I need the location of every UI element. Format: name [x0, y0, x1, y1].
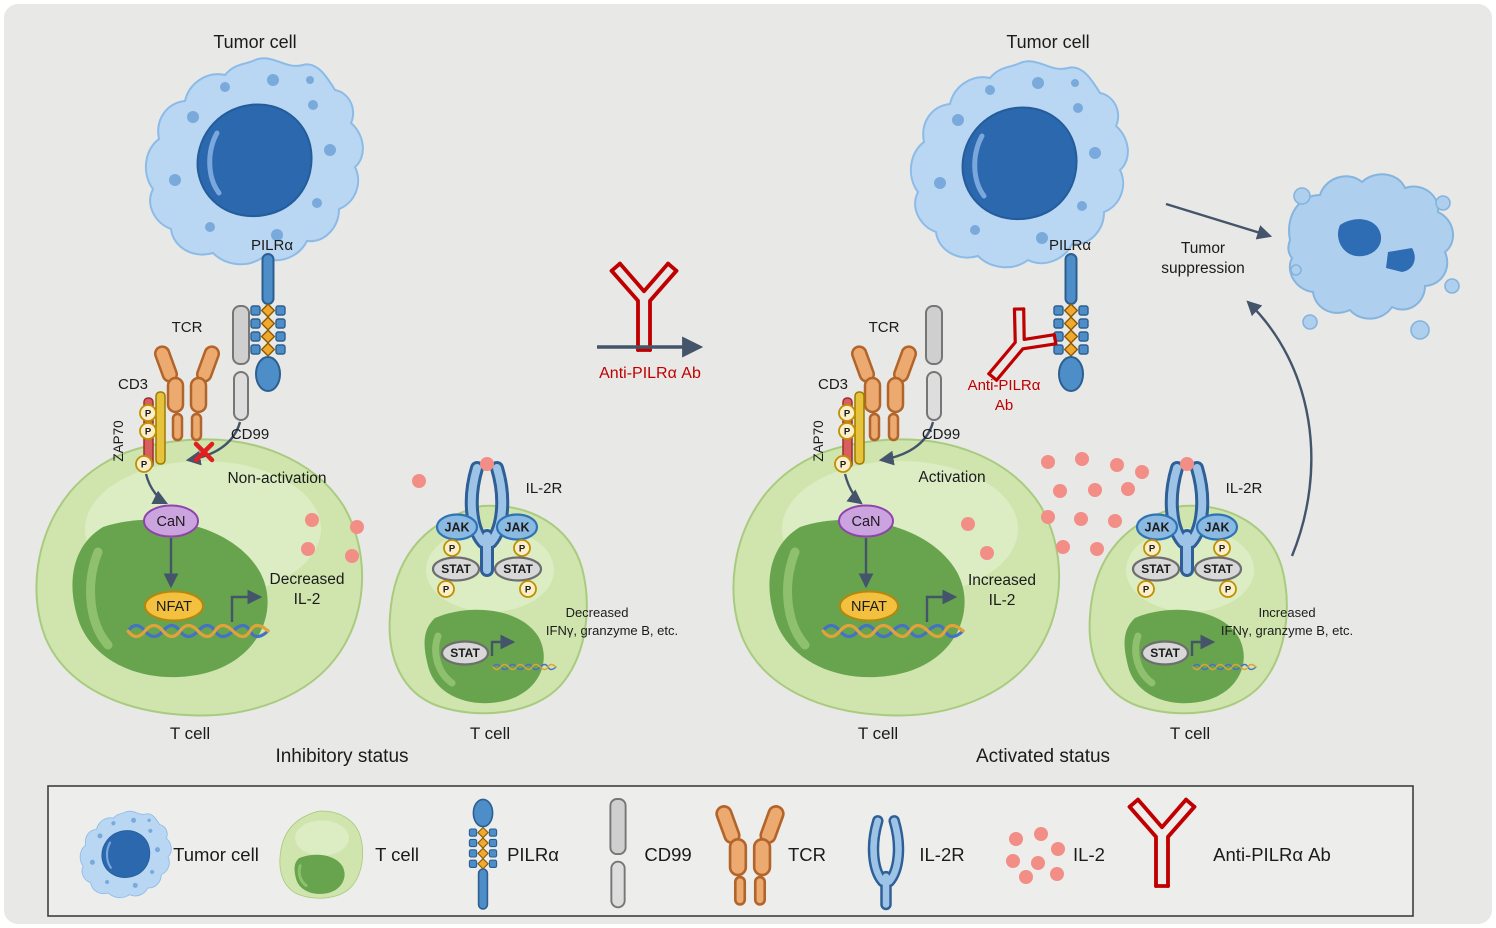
blocked-x-icon — [193, 441, 215, 463]
tumor-suppression-label-2: suppression — [1161, 260, 1245, 277]
stat-left-2 — [493, 556, 543, 582]
cytokines-line2-right: IFNγ, granzyme B, etc. — [1221, 623, 1353, 638]
legend-il2r-label: IL-2R — [919, 844, 964, 865]
tcell-small-label-right: T cell — [1170, 724, 1210, 743]
phosphate-left-1 — [139, 404, 157, 422]
tcell-to-tumor-arrow — [1246, 300, 1313, 557]
cytokines-line1-right: Increased — [1258, 605, 1315, 620]
nfat-label-right: NFAT — [851, 599, 887, 615]
cd99-right — [925, 305, 943, 421]
il2-change-line2-right: IL-2 — [989, 592, 1016, 609]
jak-left-1 — [435, 513, 479, 541]
nfat-label-left: NFAT — [156, 599, 192, 615]
zap70-label-left: ZAP70 — [111, 420, 126, 461]
activation-label: Activation — [918, 469, 985, 486]
stat-left-1 — [431, 556, 481, 582]
transcription-arrow-left — [230, 589, 263, 622]
legend-pilra-label: PILRα — [507, 844, 559, 865]
phosphate-right-1 — [838, 404, 856, 422]
phosphate-right-3 — [834, 455, 852, 473]
cytokines-line1-left: Decreased — [566, 605, 629, 620]
pilra-label-left: PILRα — [251, 237, 293, 254]
tumor-suppression-arrow — [1165, 202, 1273, 240]
pilra-label-right: PILRα — [1049, 237, 1091, 254]
anti-pilra-ab-label-right-1: Anti-PILRα — [968, 377, 1041, 394]
stat-nucleus-right — [1140, 640, 1190, 666]
il2-change-line1-left: Decreased — [270, 571, 345, 588]
cd99-signal-arrow-right — [878, 421, 935, 466]
status-label-left: Inhibitory status — [275, 746, 408, 767]
phosphate-right-4 — [1143, 539, 1161, 557]
can-oval-right — [838, 504, 894, 538]
can-label-left: CaN — [156, 514, 185, 530]
cd3-label-left: CD3 — [118, 376, 148, 393]
phosphate-left-4 — [443, 539, 461, 557]
il2-change-line1-right: Increased — [968, 572, 1036, 589]
phosphate-right-2 — [838, 422, 856, 440]
il2r-label-right: IL-2R — [1226, 480, 1263, 497]
anti-pilra-ab-label-middle: Anti-PILRα Ab — [599, 365, 701, 382]
phosphate-right-5 — [1213, 539, 1231, 557]
stat-right-2 — [1193, 556, 1243, 582]
nfat-oval-left — [144, 590, 204, 622]
stat-transcription-arrow-left — [490, 634, 516, 656]
phosphate-left-7 — [519, 580, 537, 598]
stat-nucleus-left — [440, 640, 490, 666]
tcr-label-right: TCR — [869, 319, 900, 336]
legend-il2-label: IL-2 — [1073, 844, 1105, 865]
il2-change-line2-left: IL-2 — [294, 591, 321, 608]
legend-tcr-label: TCR — [788, 844, 826, 865]
nfat-oval-right — [839, 590, 899, 622]
cd99-label-left: CD99 — [231, 426, 269, 443]
cd99-label-right: CD99 — [922, 426, 960, 443]
transcription-arrow-right — [925, 589, 958, 622]
jak-left-2 — [495, 513, 539, 541]
legend-cd99-label: CD99 — [644, 844, 691, 865]
cd3-bar-yellow-left — [155, 391, 166, 465]
cd99-left — [232, 305, 250, 421]
non-activation-label: Non-activation — [227, 470, 326, 487]
tcell-small-label-left: T cell — [470, 724, 510, 743]
can-oval-left — [143, 504, 199, 538]
tumor-cell-label-left: Tumor cell — [213, 32, 296, 52]
tumor-cell-label-right: Tumor cell — [1006, 32, 1089, 52]
il2-bound-left — [480, 457, 494, 471]
zap70-to-can-arrow-left — [144, 473, 168, 505]
legend: Tumor cell T cell PILRα CD99 TCR IL-2R I… — [47, 785, 1414, 917]
cytokines-line2-left: IFNγ, granzyme B, etc. — [546, 623, 678, 638]
phosphate-left-6 — [437, 580, 455, 598]
legend-cd99-icon — [609, 798, 627, 909]
legend-anti-pilra-ab-label: Anti-PILRα Ab — [1213, 844, 1331, 865]
tumor-suppression-label-1: Tumor — [1181, 240, 1225, 257]
status-label-right: Activated status — [976, 746, 1110, 767]
phosphate-left-3 — [135, 455, 153, 473]
cd3-label-right: CD3 — [818, 376, 848, 393]
legend-tumor-cell-label: Tumor cell — [173, 844, 259, 865]
phosphate-left-2 — [139, 422, 157, 440]
zap70-to-can-arrow-right — [843, 473, 863, 505]
zap70-label-right: ZAP70 — [811, 420, 826, 461]
phosphate-right-7 — [1219, 580, 1237, 598]
phosphate-left-5 — [513, 539, 531, 557]
legend-t-cell-label: T cell — [375, 844, 419, 865]
tcell-big-label-right: T cell — [858, 724, 898, 743]
il2-bound-right — [1180, 457, 1194, 471]
jak-right-1 — [1135, 513, 1179, 541]
stat-transcription-arrow-right — [1190, 634, 1216, 656]
stat-right-1 — [1131, 556, 1181, 582]
can-label-right: CaN — [851, 514, 880, 530]
anti-pilra-ab-label-right-2: Ab — [995, 397, 1013, 414]
jak-right-2 — [1195, 513, 1239, 541]
il2r-label-left: IL-2R — [526, 480, 563, 497]
apoptotic-tumor-cell — [1287, 173, 1460, 340]
tcr-label-left: TCR — [172, 319, 203, 336]
cd3-bar-yellow-right — [854, 391, 865, 465]
tcell-big-label-left: T cell — [170, 724, 210, 743]
phosphate-right-6 — [1137, 580, 1155, 598]
